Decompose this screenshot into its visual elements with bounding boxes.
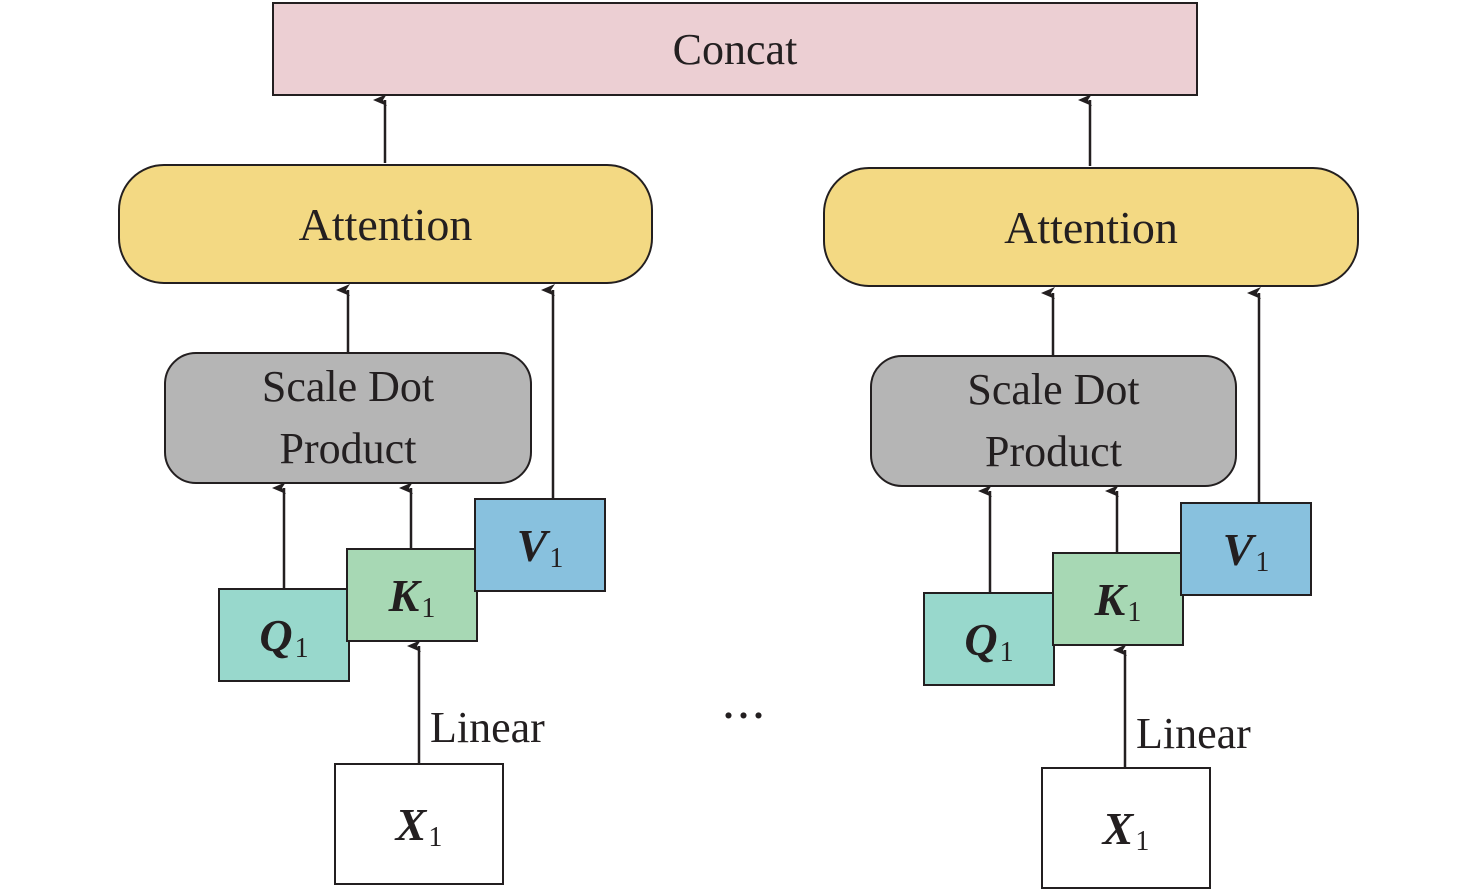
- q-symbol-1: Q: [259, 609, 293, 661]
- x-symbol-1: X: [395, 798, 427, 850]
- concat-box: Concat: [272, 2, 1198, 96]
- attention-box-2: Attention: [823, 167, 1359, 287]
- q-symbol-2: Q: [964, 613, 998, 665]
- q-subscript-2: 1: [999, 637, 1014, 668]
- sdp-line1-1: Scale Dot: [261, 362, 435, 411]
- x-subscript-2: 1: [1135, 826, 1150, 857]
- sdp-line1-2: Scale Dot: [967, 365, 1140, 414]
- sdp-line2-2: Product: [985, 427, 1122, 476]
- linear-label-2: Linear: [1136, 709, 1251, 758]
- attention-label-2: Attention: [1004, 201, 1178, 253]
- ellipsis: ...: [722, 673, 767, 730]
- k-subscript-1: 1: [421, 593, 436, 624]
- v-subscript-2: 1: [1255, 547, 1270, 578]
- sdp-line2-1: Product: [279, 424, 417, 473]
- k-symbol-1: K: [388, 569, 420, 621]
- k-symbol-2: K: [1094, 573, 1126, 625]
- scale-dot-product-box-2: Scale Dot Product: [870, 355, 1237, 487]
- q-subscript-1: 1: [294, 633, 309, 664]
- attention-label-1: Attention: [298, 198, 473, 250]
- attention-box-1: Attention: [118, 164, 653, 284]
- concat-label: Concat: [672, 24, 798, 74]
- k-subscript-2: 1: [1127, 597, 1142, 628]
- scale-dot-product-box-1: Scale Dot Product: [164, 352, 532, 484]
- v-symbol-2: V: [1222, 523, 1254, 575]
- x-subscript-1: 1: [428, 822, 443, 853]
- linear-label-1: Linear: [430, 703, 545, 752]
- v-symbol-1: V: [516, 519, 548, 571]
- x-symbol-2: X: [1102, 802, 1134, 854]
- v-subscript-1: 1: [549, 543, 564, 574]
